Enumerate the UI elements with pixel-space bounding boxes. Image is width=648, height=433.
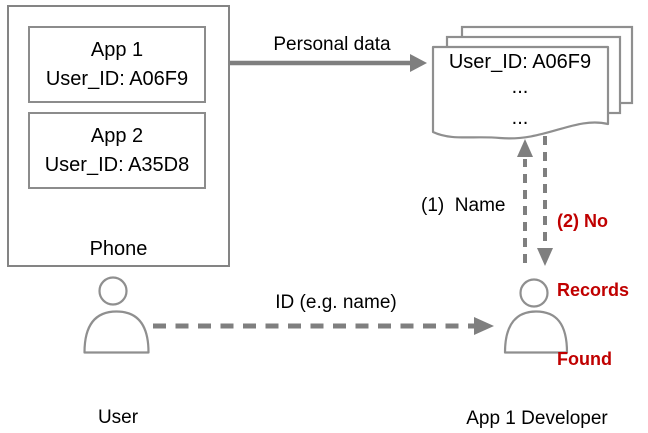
- request-arrow-up: [517, 139, 533, 263]
- id-request-label: ID (e.g. name): [275, 292, 397, 313]
- app1-box: App 1 User_ID: A06F9: [28, 26, 206, 103]
- step2-label: (2) No Records Found: [557, 164, 629, 417]
- user-body-icon: [83, 310, 150, 354]
- personal-data-arrow: [206, 54, 427, 72]
- response-arrow-down: [537, 136, 553, 266]
- document-line-2: ...: [511, 76, 529, 98]
- arrowhead-down-icon: [537, 248, 553, 266]
- document-page-front: [431, 45, 610, 140]
- step2-line-1: (2) No: [557, 211, 608, 231]
- developer-head-icon: [519, 278, 549, 308]
- phone-label: Phone: [89, 238, 148, 260]
- document-stack-icon: [431, 25, 634, 140]
- document-line-1: User_ID: A06F9: [448, 51, 592, 73]
- app2-box: App 2 User_ID: A35D8: [28, 112, 206, 189]
- developer-body-icon: [503, 310, 569, 354]
- user-person-icon: [83, 276, 150, 354]
- user-name-label: User: [97, 407, 139, 428]
- arrowhead-right-icon: [410, 54, 427, 72]
- step2-line-3: Found: [557, 349, 612, 369]
- arrowhead-up-icon: [517, 139, 533, 157]
- developer-name-label: App 1 Developer: [466, 408, 608, 429]
- step1-label: (1) Name: [421, 195, 506, 216]
- id-request-arrow: [153, 317, 494, 335]
- user-head-icon: [98, 276, 128, 306]
- app2-name-label: App 2: [90, 124, 144, 147]
- user-label-block: User [data subject]: [61, 360, 174, 433]
- app1-userid-label: User_ID: A06F9: [45, 67, 189, 90]
- developer-label-block: App 1 Developer [data controller]: [466, 361, 608, 433]
- arrowhead-right-icon: [474, 317, 494, 335]
- app1-name-label: App 1: [90, 38, 144, 61]
- developer-person-icon: [503, 278, 569, 354]
- document-line-3: ...: [511, 107, 529, 129]
- step2-line-2: Records: [557, 280, 630, 300]
- app2-userid-label: User_ID: A35D8: [44, 153, 190, 176]
- personal-data-label: Personal data: [273, 34, 391, 55]
